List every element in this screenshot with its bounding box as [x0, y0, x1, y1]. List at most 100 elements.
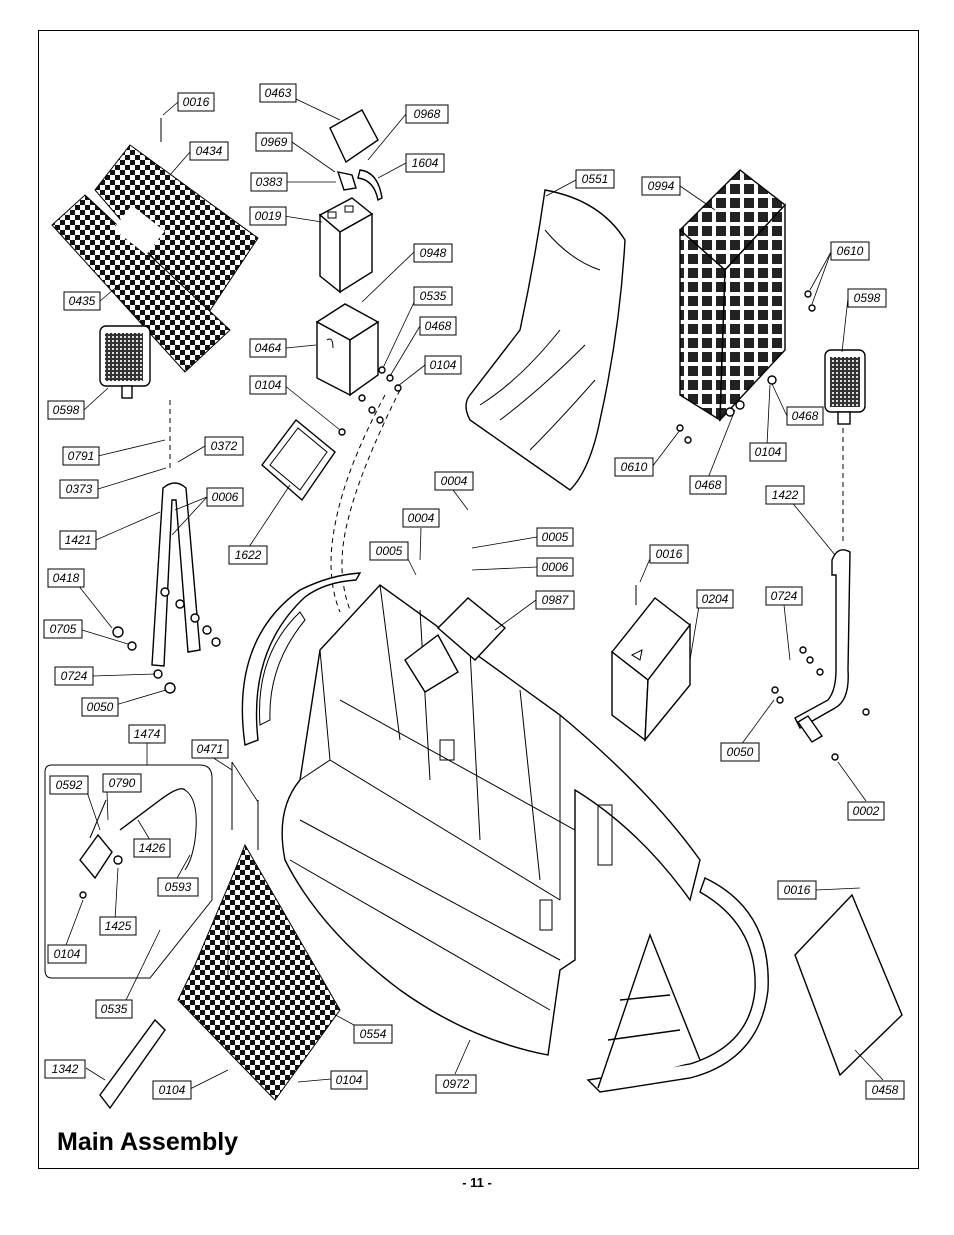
svg-text:0434: 0434	[196, 144, 223, 158]
part-label-0598-right: 0598	[847, 288, 887, 308]
svg-text:0016: 0016	[183, 95, 210, 109]
svg-text:0471: 0471	[197, 742, 224, 756]
seat-contour	[479, 229, 601, 451]
part-label-0791: 0791	[62, 446, 100, 466]
toolbox-0204	[611, 597, 691, 743]
svg-text:0005: 0005	[376, 544, 403, 558]
inset-panel-1474	[44, 764, 213, 979]
bracket-plate	[404, 633, 459, 693]
svg-text:0004: 0004	[441, 474, 468, 488]
part-label-0790: 0790	[102, 773, 142, 793]
part-label-0464: 0464	[249, 338, 287, 358]
part-label-0535-b: 0535	[95, 999, 133, 1019]
bolts-left-rollbar	[112, 587, 221, 694]
part-label-1422: 1422	[765, 485, 805, 505]
svg-text:0535: 0535	[101, 1002, 128, 1016]
part-label-0724-b: 0724	[54, 666, 94, 686]
part-label-0418: 0418	[47, 568, 85, 588]
svg-text:0468: 0468	[695, 478, 722, 492]
seat-0551	[465, 189, 626, 491]
part-label-0373: 0373	[59, 479, 99, 499]
svg-text:0004: 0004	[408, 511, 435, 525]
svg-text:0994: 0994	[648, 179, 675, 193]
svg-text:1342: 1342	[52, 1062, 79, 1076]
part-label-0435: 0435	[63, 291, 101, 311]
svg-text:1474: 1474	[134, 727, 161, 741]
part-label-1342: 1342	[44, 1059, 86, 1079]
part-label-0006-b: 0006	[536, 557, 574, 577]
svg-text:0104: 0104	[755, 445, 782, 459]
part-label-0005-a: 0005	[536, 527, 574, 547]
part-label-0104-e: 0104	[330, 1070, 368, 1090]
svg-text:0724: 0724	[771, 589, 798, 603]
part-label-0724-a: 0724	[765, 586, 803, 606]
fasteners-right-rollbar	[771, 646, 870, 761]
tray-1622	[261, 418, 336, 502]
svg-text:0969: 0969	[261, 135, 288, 149]
part-label-0383: 0383	[250, 172, 288, 192]
tray-1622-inner	[269, 427, 328, 491]
pedal-assembly	[79, 788, 197, 899]
part-label-0104-b: 0104	[249, 375, 287, 395]
battery-cover-0463	[329, 109, 379, 164]
svg-text:0372: 0372	[211, 439, 238, 453]
part-label-1421: 1421	[59, 530, 97, 550]
svg-text:0435: 0435	[69, 294, 96, 308]
part-label-1426: 1426	[133, 838, 171, 858]
side-panel-0458	[794, 893, 903, 1077]
part-label-1474: 1474	[128, 724, 166, 744]
part-label-0463: 0463	[259, 83, 297, 103]
svg-text:0204: 0204	[702, 592, 729, 606]
part-label-0019: 0019	[249, 206, 287, 226]
part-label-0002: 0002	[847, 801, 885, 821]
battery-cable-0383	[336, 171, 357, 191]
part-label-0471: 0471	[191, 739, 229, 759]
svg-text:0948: 0948	[420, 246, 447, 260]
part-label-0468-c: 0468	[689, 475, 727, 495]
part-label-0598-left: 0598	[47, 400, 85, 420]
svg-text:0968: 0968	[414, 107, 441, 121]
svg-text:0593: 0593	[165, 880, 192, 894]
part-label-0004-a: 0004	[434, 471, 474, 491]
part-label-0535-a: 0535	[413, 286, 453, 306]
battery-cable-run-2	[330, 394, 386, 613]
svg-text:0554: 0554	[360, 1027, 387, 1041]
svg-text:0016: 0016	[656, 547, 683, 561]
rear-step	[597, 932, 701, 1089]
svg-text:1604: 1604	[412, 156, 439, 170]
part-label-0610-a: 0610	[830, 241, 870, 261]
svg-text:0468: 0468	[425, 319, 452, 333]
part-label-0104-c: 0104	[749, 442, 787, 462]
seat-plate-0987	[436, 597, 507, 661]
svg-text:0972: 0972	[443, 1077, 470, 1091]
part-label-0458: 0458	[865, 1080, 905, 1100]
part-label-0987: 0987	[535, 590, 575, 610]
part-label-0968: 0968	[405, 104, 449, 124]
mat-cutout	[113, 205, 165, 255]
svg-text:0724: 0724	[61, 669, 88, 683]
part-label-0610-b: 0610	[614, 457, 654, 477]
svg-text:0104: 0104	[255, 378, 282, 392]
part-label-0948: 0948	[413, 243, 453, 263]
roll-bar-right	[794, 549, 851, 729]
part-label-0705: 0705	[43, 619, 83, 639]
fasteners-battery	[338, 366, 402, 436]
part-label-0434: 0434	[189, 141, 229, 161]
fasteners-cage	[676, 290, 816, 444]
part-label-0204: 0204	[696, 589, 734, 609]
svg-text:0050: 0050	[87, 700, 114, 714]
part-label-0551: 0551	[575, 169, 615, 189]
part-label-0016-a: 0016	[177, 92, 215, 112]
svg-text:0464: 0464	[255, 341, 282, 355]
svg-text:0383: 0383	[256, 175, 283, 189]
floor-mat-0435	[51, 194, 231, 373]
part-label-0050-a: 0050	[81, 697, 119, 717]
svg-text:0104: 0104	[336, 1073, 363, 1087]
part-label-1604: 1604	[405, 153, 445, 173]
part-label-0104-a: 0104	[424, 355, 462, 375]
svg-text:0019: 0019	[255, 209, 282, 223]
part-label-0104-d: 0104	[47, 944, 87, 964]
svg-text:0463: 0463	[265, 86, 292, 100]
part-label-1425: 1425	[99, 916, 137, 936]
